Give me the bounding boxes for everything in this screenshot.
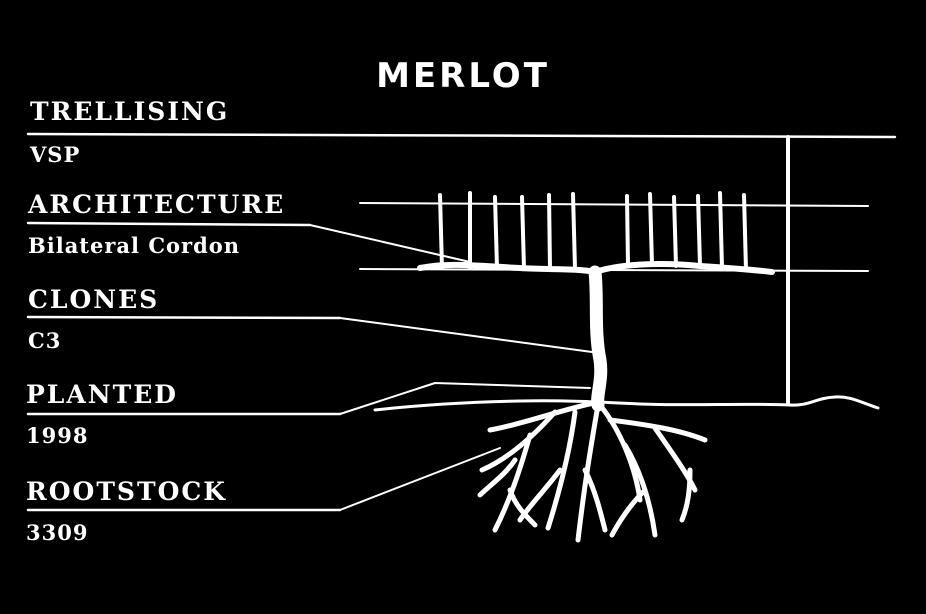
diagram-title: MERLOT (376, 56, 550, 96)
planted-value: 1998 (26, 423, 89, 448)
rootstock-label: ROOTSTOCK (26, 477, 227, 506)
trellising-value: VSP (30, 142, 81, 167)
trellis-wire-top (359, 202, 869, 207)
clones-underline (26, 315, 342, 320)
clones-label: CLONES (28, 285, 160, 314)
rootstock-value: 3309 (26, 520, 89, 545)
vine-trunk (588, 265, 608, 412)
canes (438, 191, 748, 272)
architecture-value: Bilateral Cordon (28, 233, 241, 258)
rootstock-leader (339, 447, 501, 511)
clones-value: C3 (28, 328, 62, 353)
trellising-label: TRELLISING (30, 97, 230, 126)
trellising-underline (26, 132, 897, 139)
vine-roots (477, 399, 708, 543)
clones-leader (339, 317, 593, 353)
ground-line (373, 395, 880, 412)
planted-leader (339, 382, 591, 415)
architecture-underline (26, 221, 312, 227)
architecture-leader (309, 224, 471, 263)
planted-label: PLANTED (26, 380, 178, 409)
architecture-label: ARCHITECTURE (28, 190, 286, 219)
